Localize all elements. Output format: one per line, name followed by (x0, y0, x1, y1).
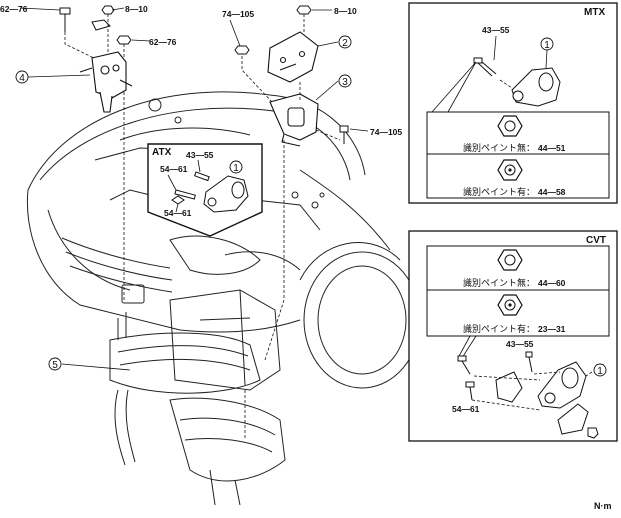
cvt-paint-yes-label: 識別ペイント有： (463, 323, 535, 334)
cvt-part-number: 1 (597, 366, 603, 377)
mtx-inset: MTX 43—55 1 識別ペイント無： 44—51 識別ペイント有： (408, 2, 618, 204)
part-number-label: 5 (52, 360, 58, 371)
atx-torque-2: 54—61 (160, 164, 188, 174)
cvt-paint-yes-value: 23—31 (538, 324, 566, 334)
atx-title: ATX (152, 147, 172, 158)
torque-callout: 74—105 (222, 9, 254, 19)
atx-inset: ATX 43—55 54—61 54—61 1 (147, 143, 263, 237)
torque-callout: 8—10 (125, 4, 148, 14)
mount-no4-illustration (79, 51, 133, 113)
atx-torque-1: 43—55 (186, 150, 214, 160)
mount-no3-illustration (269, 93, 319, 147)
part-number-label: 4 (19, 73, 25, 84)
part-leader-lines (19, 7, 369, 371)
mtx-torque-1: 43—55 (482, 25, 510, 35)
part-number-label: 2 (342, 38, 348, 49)
cvt-paint-none-label: 識別ペイント無： (463, 277, 535, 288)
mtx-part-number: 1 (544, 40, 550, 51)
mtx-paint-yes-label: 識別ペイント有： (463, 186, 535, 197)
cvt-mount-illustration (457, 351, 599, 439)
main-fasteners (59, 5, 349, 144)
nut-painted-icon (497, 159, 523, 181)
cvt-title: CVT (586, 235, 606, 246)
cvt-inset: CVT 識別ペイント無： 44—60 識別ペイント有： 23—31 43—55 … (408, 230, 618, 442)
part-number-5: 5 (48, 357, 62, 371)
torque-callout: 74—105 (370, 127, 402, 137)
mtx-title: MTX (584, 7, 605, 18)
main-leader-lines (64, 14, 341, 440)
nut-plain-icon (497, 249, 523, 271)
part-number-4: 4 (15, 70, 29, 84)
atx-torque-3: 54—61 (164, 208, 192, 218)
mtx-paint-none-label: 識別ペイント無： (463, 142, 535, 153)
cvt-torque-1: 43—55 (506, 339, 534, 349)
mtx-mount-illustration (473, 57, 561, 107)
part-number-3: 3 (338, 74, 352, 88)
atx-mount-illustration (171, 171, 249, 213)
mtx-paint-yes-value: 44—58 (538, 187, 566, 197)
part-number-label: 3 (342, 77, 348, 88)
torque-callout: 62—76 (0, 4, 28, 14)
nut-painted-icon (497, 294, 523, 316)
mtx-paint-none-value: 44—51 (538, 143, 566, 153)
torque-callout: 62—76 (149, 37, 177, 47)
cvt-paint-none-value: 44—60 (538, 278, 566, 288)
part-number-2: 2 (338, 35, 352, 49)
unit-label: N·m (594, 501, 612, 511)
nut-plain-icon (497, 115, 523, 137)
cvt-torque-2: 54—61 (452, 404, 480, 414)
torque-callout: 8—10 (334, 6, 357, 16)
mount-no2-illustration (267, 31, 319, 83)
atx-part-number: 1 (233, 163, 239, 174)
